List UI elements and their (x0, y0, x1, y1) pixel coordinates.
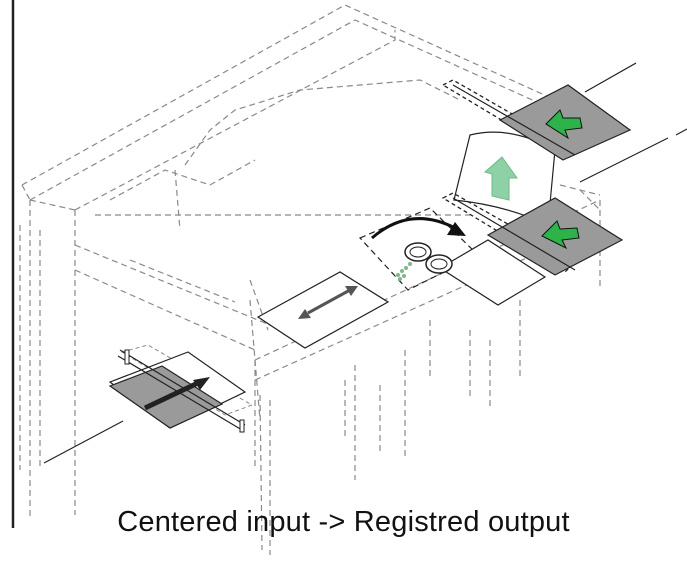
lower-output-tray (441, 192, 624, 276)
green-arrow-icon (545, 109, 583, 140)
upper-output-tray (441, 79, 632, 161)
dotted-path (396, 262, 412, 281)
green-arrow-icon (541, 220, 580, 250)
green-arrow-icon (483, 156, 518, 201)
flip-sheet (453, 131, 556, 226)
feed-arrow-icon (143, 377, 210, 411)
curved-transfer-arrow-icon (371, 217, 466, 240)
middle-sheet (256, 271, 390, 349)
registration-area (358, 207, 547, 306)
roller-icon (404, 242, 453, 274)
center-arrow-icon (298, 286, 358, 319)
diagram-caption: Centered input -> Registred output (117, 506, 570, 538)
input-tray (108, 344, 254, 433)
leader-lines (43, 62, 687, 464)
